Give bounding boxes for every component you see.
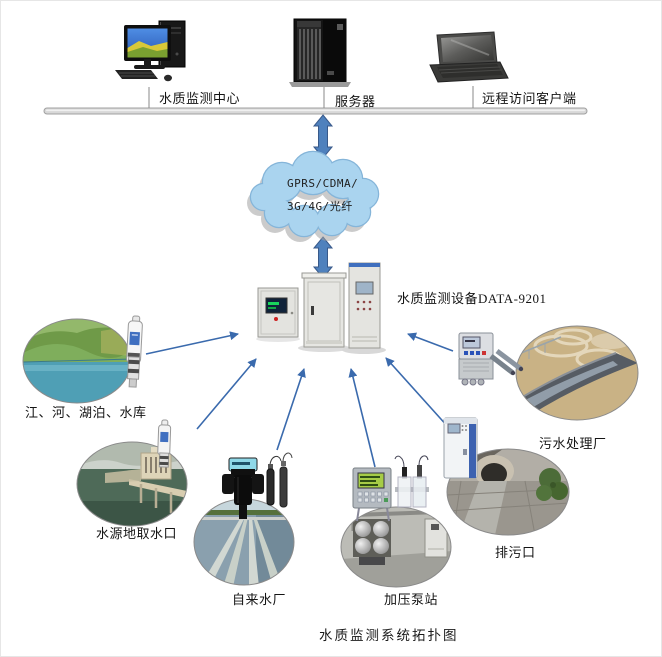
- controller-with-lcd-icon: [352, 467, 392, 522]
- site-to-device-arrows: [145, 331, 454, 468]
- label-server: 服务器: [335, 94, 376, 109]
- water-sampler-icon: [222, 457, 264, 519]
- wall-control-box: [257, 287, 299, 338]
- outdoor-analyzer-cabinet-icon: [443, 417, 478, 479]
- label-water-intake: 水源地取水口: [96, 526, 178, 541]
- network-bus-bar: [43, 107, 588, 115]
- tall-cabinet: [348, 262, 381, 349]
- label-central-device: 水质监测设备DATA-9201: [397, 291, 547, 306]
- server-icon: [289, 18, 351, 87]
- label-remote-client: 远程访问客户端: [482, 91, 577, 106]
- flow-cell-probes-icon: [394, 455, 429, 508]
- floor-cabinet: [301, 272, 347, 348]
- label-monitoring-center: 水质监测中心: [159, 91, 241, 106]
- label-sewage-outlet: 排污口: [495, 545, 536, 560]
- label-sewage-plant: 污水处理厂: [539, 436, 607, 451]
- cloud-text-line1: GPRS/CDMA/: [287, 177, 359, 190]
- label-rivers-lakes: 江、河、湖泊、水库: [25, 405, 147, 420]
- cloud-text-line2: 3G/4G/光纤: [287, 200, 353, 213]
- desktop-computer-icon: [115, 20, 186, 82]
- wall-mount-transmitter-icon: [458, 332, 524, 386]
- network-cloud-icon: [247, 150, 380, 242]
- diagram-caption: 水质监测系统拓扑图: [319, 628, 459, 643]
- lake-photo: [22, 318, 132, 404]
- water-intake-photo: [76, 441, 188, 527]
- intake-sensor-probe-icon: [157, 419, 172, 468]
- water-sensor-probe-icon: [126, 315, 143, 388]
- monitoring-device-cabinets: [256, 262, 386, 354]
- laptop-icon: [429, 31, 509, 83]
- label-tap-plant: 自来水厂: [232, 592, 287, 607]
- electrode-probes-icon: [266, 452, 293, 508]
- bus-drop-lines: [148, 86, 474, 108]
- label-pump-station: 加压泵站: [384, 592, 439, 607]
- double-arrow-cloud-device: [312, 236, 334, 279]
- sewage-plant-photo: [515, 325, 639, 421]
